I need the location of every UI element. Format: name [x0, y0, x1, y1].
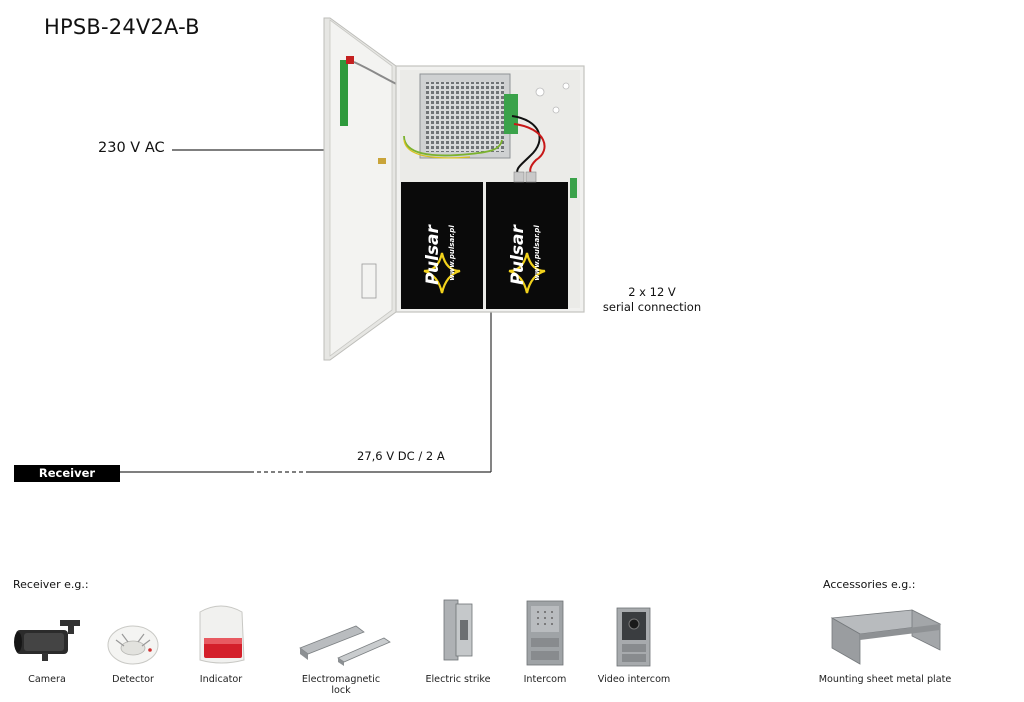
camera-icon — [14, 620, 80, 661]
battery-left: Pulsar www.pulsar.pl — [401, 182, 483, 309]
detector-icon — [107, 625, 159, 665]
electric-strike-icon — [443, 599, 473, 661]
device-label-line1: Electromagnetic — [301, 674, 381, 685]
battery-label-line1: 2 x 12 V — [628, 285, 676, 299]
pulsar-logo-icon — [508, 252, 546, 294]
device-label-camera: Camera — [28, 674, 66, 685]
psu-terminal-block — [504, 94, 518, 134]
battery-brand-text: Pulsar — [423, 224, 443, 285]
door-label-sticker — [361, 263, 377, 299]
device-label-electromagnetic-lock: Electromagnetic lock — [290, 674, 392, 696]
side-pcb — [570, 178, 577, 198]
accessories-heading: Accessories e.g.: — [823, 578, 916, 591]
device-label-line2: lock — [331, 685, 351, 696]
video-intercom-icon — [616, 607, 651, 667]
mounting-plate-icon — [830, 609, 942, 665]
intercom-icon — [526, 600, 564, 666]
receivers-heading: Receiver e.g.: — [13, 578, 89, 591]
device-label-detector: Detector — [112, 674, 154, 685]
enclosure-door — [323, 17, 421, 361]
battery-terminal — [513, 171, 525, 183]
indicator-icon — [199, 605, 245, 664]
battery-url-text: www.pulsar.pl — [448, 225, 456, 281]
battery-connection-label: 2 x 12 V serial connection — [600, 285, 704, 315]
output-voltage-label: 27,6 V DC / 2 A — [357, 449, 445, 463]
door-pcb — [340, 60, 348, 126]
diagram-title: HPSB-24V2A-B — [44, 15, 200, 39]
accessory-label-mounting-plate: Mounting sheet metal plate — [818, 674, 952, 685]
device-label-indicator: Indicator — [199, 674, 243, 685]
device-label-intercom: Intercom — [523, 674, 567, 685]
device-label-video-intercom: Video intercom — [597, 674, 671, 685]
battery-right: Pulsar www.pulsar.pl — [486, 182, 568, 309]
battery-url-text: www.pulsar.pl — [533, 225, 541, 281]
input-voltage-label: 230 V AC — [98, 140, 165, 156]
battery-brand-text: Pulsar — [508, 224, 528, 285]
pulsar-logo-icon — [423, 252, 461, 294]
battery-terminal — [525, 171, 537, 183]
receiver-box: Receiver — [14, 465, 120, 482]
device-label-electric-strike: Electric strike — [425, 674, 491, 685]
door-indicator-led — [346, 56, 354, 64]
battery-label-line2: serial connection — [602, 300, 702, 314]
electromagnetic-lock-icon — [299, 625, 391, 666]
ground-terminal — [378, 158, 386, 164]
